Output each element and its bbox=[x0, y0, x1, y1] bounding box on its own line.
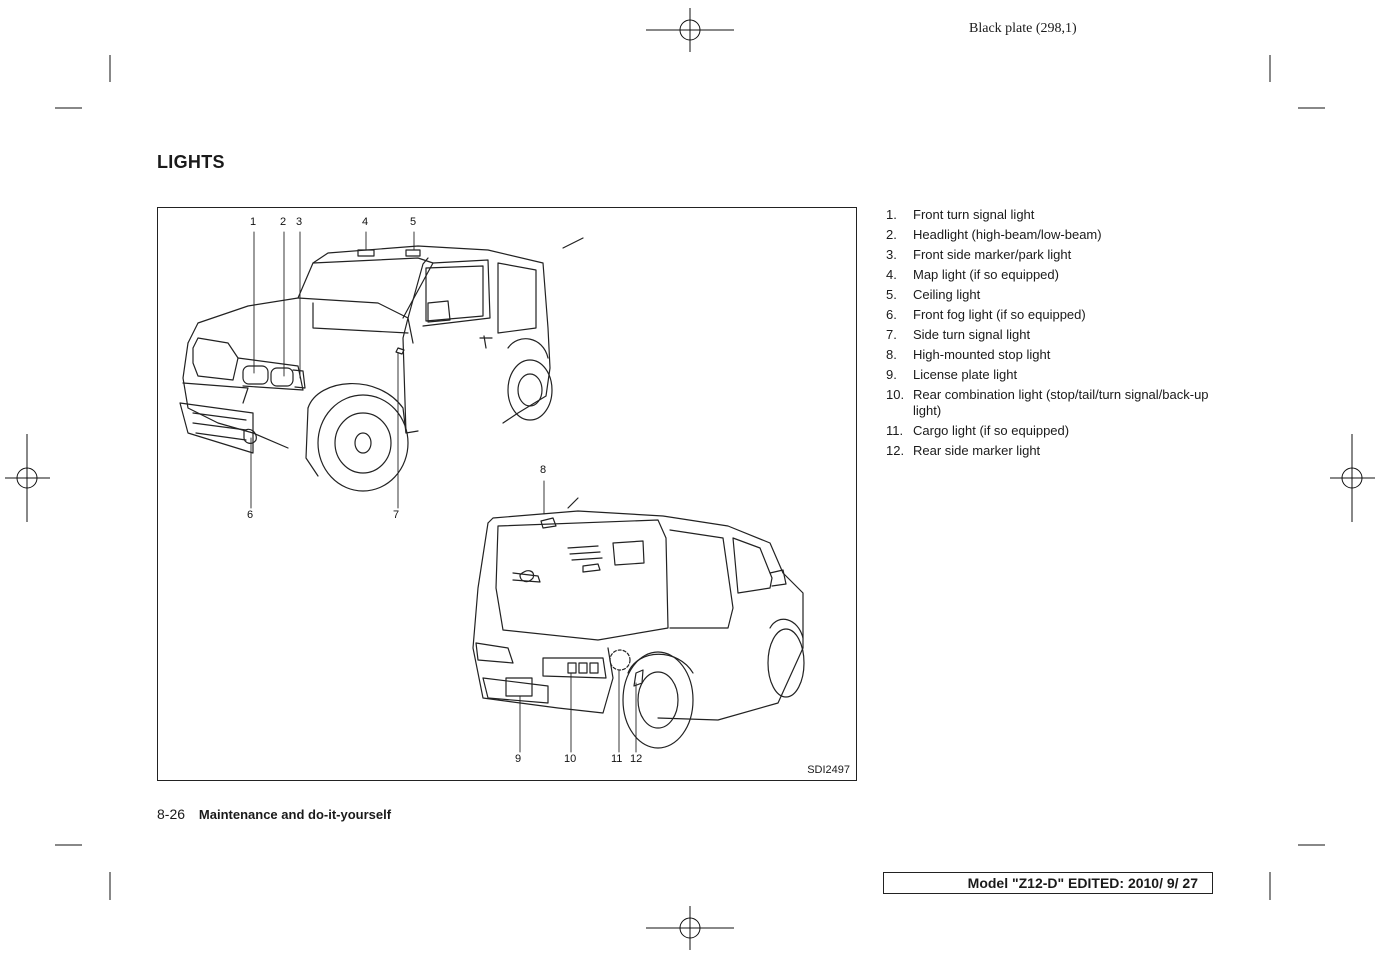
lights-legend: 1.Front turn signal light 2.Headlight (h… bbox=[886, 205, 1231, 461]
legend-item: 8.High-mounted stop light bbox=[886, 347, 1051, 362]
callout-5: 5 bbox=[410, 216, 417, 228]
front-car-body bbox=[187, 245, 551, 424]
legend-item: 6.Front fog light (if so equipped) bbox=[886, 307, 1086, 322]
rear-car-body bbox=[487, 510, 804, 721]
vehicle-illustration bbox=[179, 231, 805, 753]
front-wheel bbox=[317, 394, 409, 492]
section-name: Maintenance and do-it-yourself bbox=[198, 807, 392, 822]
legend-item: 7.Side turn signal light bbox=[886, 327, 1031, 342]
front-grille bbox=[192, 337, 239, 381]
callout-10: 10 bbox=[564, 753, 577, 765]
page-number: 8-26 bbox=[157, 806, 186, 822]
legend-item: 1.Front turn signal light bbox=[886, 207, 1035, 222]
callout-7: 7 bbox=[393, 509, 400, 521]
section-title: LIGHTS bbox=[157, 152, 225, 172]
callout-6: 6 bbox=[247, 509, 254, 521]
lights-diagram: 1 2 3 4 5 6 7 8 9 10 11 12 SDI2497 bbox=[157, 207, 857, 781]
legend-item: 5.Ceiling light bbox=[886, 287, 981, 302]
page-footer: 8-26 Maintenance and do-it-yourself bbox=[157, 806, 391, 822]
model-stamp: Model "Z12-D" EDITED: 2010/ 9/ 27 bbox=[883, 872, 1213, 894]
legend-item: 10.Rear combination light (stop/tail/tur… bbox=[886, 387, 1209, 418]
callout-9: 9 bbox=[515, 753, 522, 765]
callout-11: 11 bbox=[611, 753, 623, 765]
legend-item: 2.Headlight (high-beam/low-beam) bbox=[886, 227, 1102, 242]
callout-2: 2 bbox=[280, 216, 287, 228]
legend-item: 12.Rear side marker light bbox=[886, 443, 1041, 458]
legend-item: 4.Map light (if so equipped) bbox=[886, 267, 1059, 282]
callout-4: 4 bbox=[362, 216, 369, 228]
rear-combination-lamp bbox=[475, 642, 514, 664]
legend-item: 11.Cargo light (if so equipped) bbox=[886, 423, 1070, 438]
legend-item: 3.Front side marker/park light bbox=[886, 247, 1072, 262]
figure-code: SDI2497 bbox=[807, 764, 850, 776]
plate-label: Black plate (298,1) bbox=[969, 21, 1077, 36]
rear-wheel bbox=[622, 651, 694, 749]
legend-item: 9.License plate light bbox=[886, 367, 1018, 382]
callout-3: 3 bbox=[296, 216, 303, 228]
callout-8: 8 bbox=[540, 464, 547, 476]
callout-1: 1 bbox=[250, 216, 257, 228]
callout-12: 12 bbox=[630, 753, 643, 765]
